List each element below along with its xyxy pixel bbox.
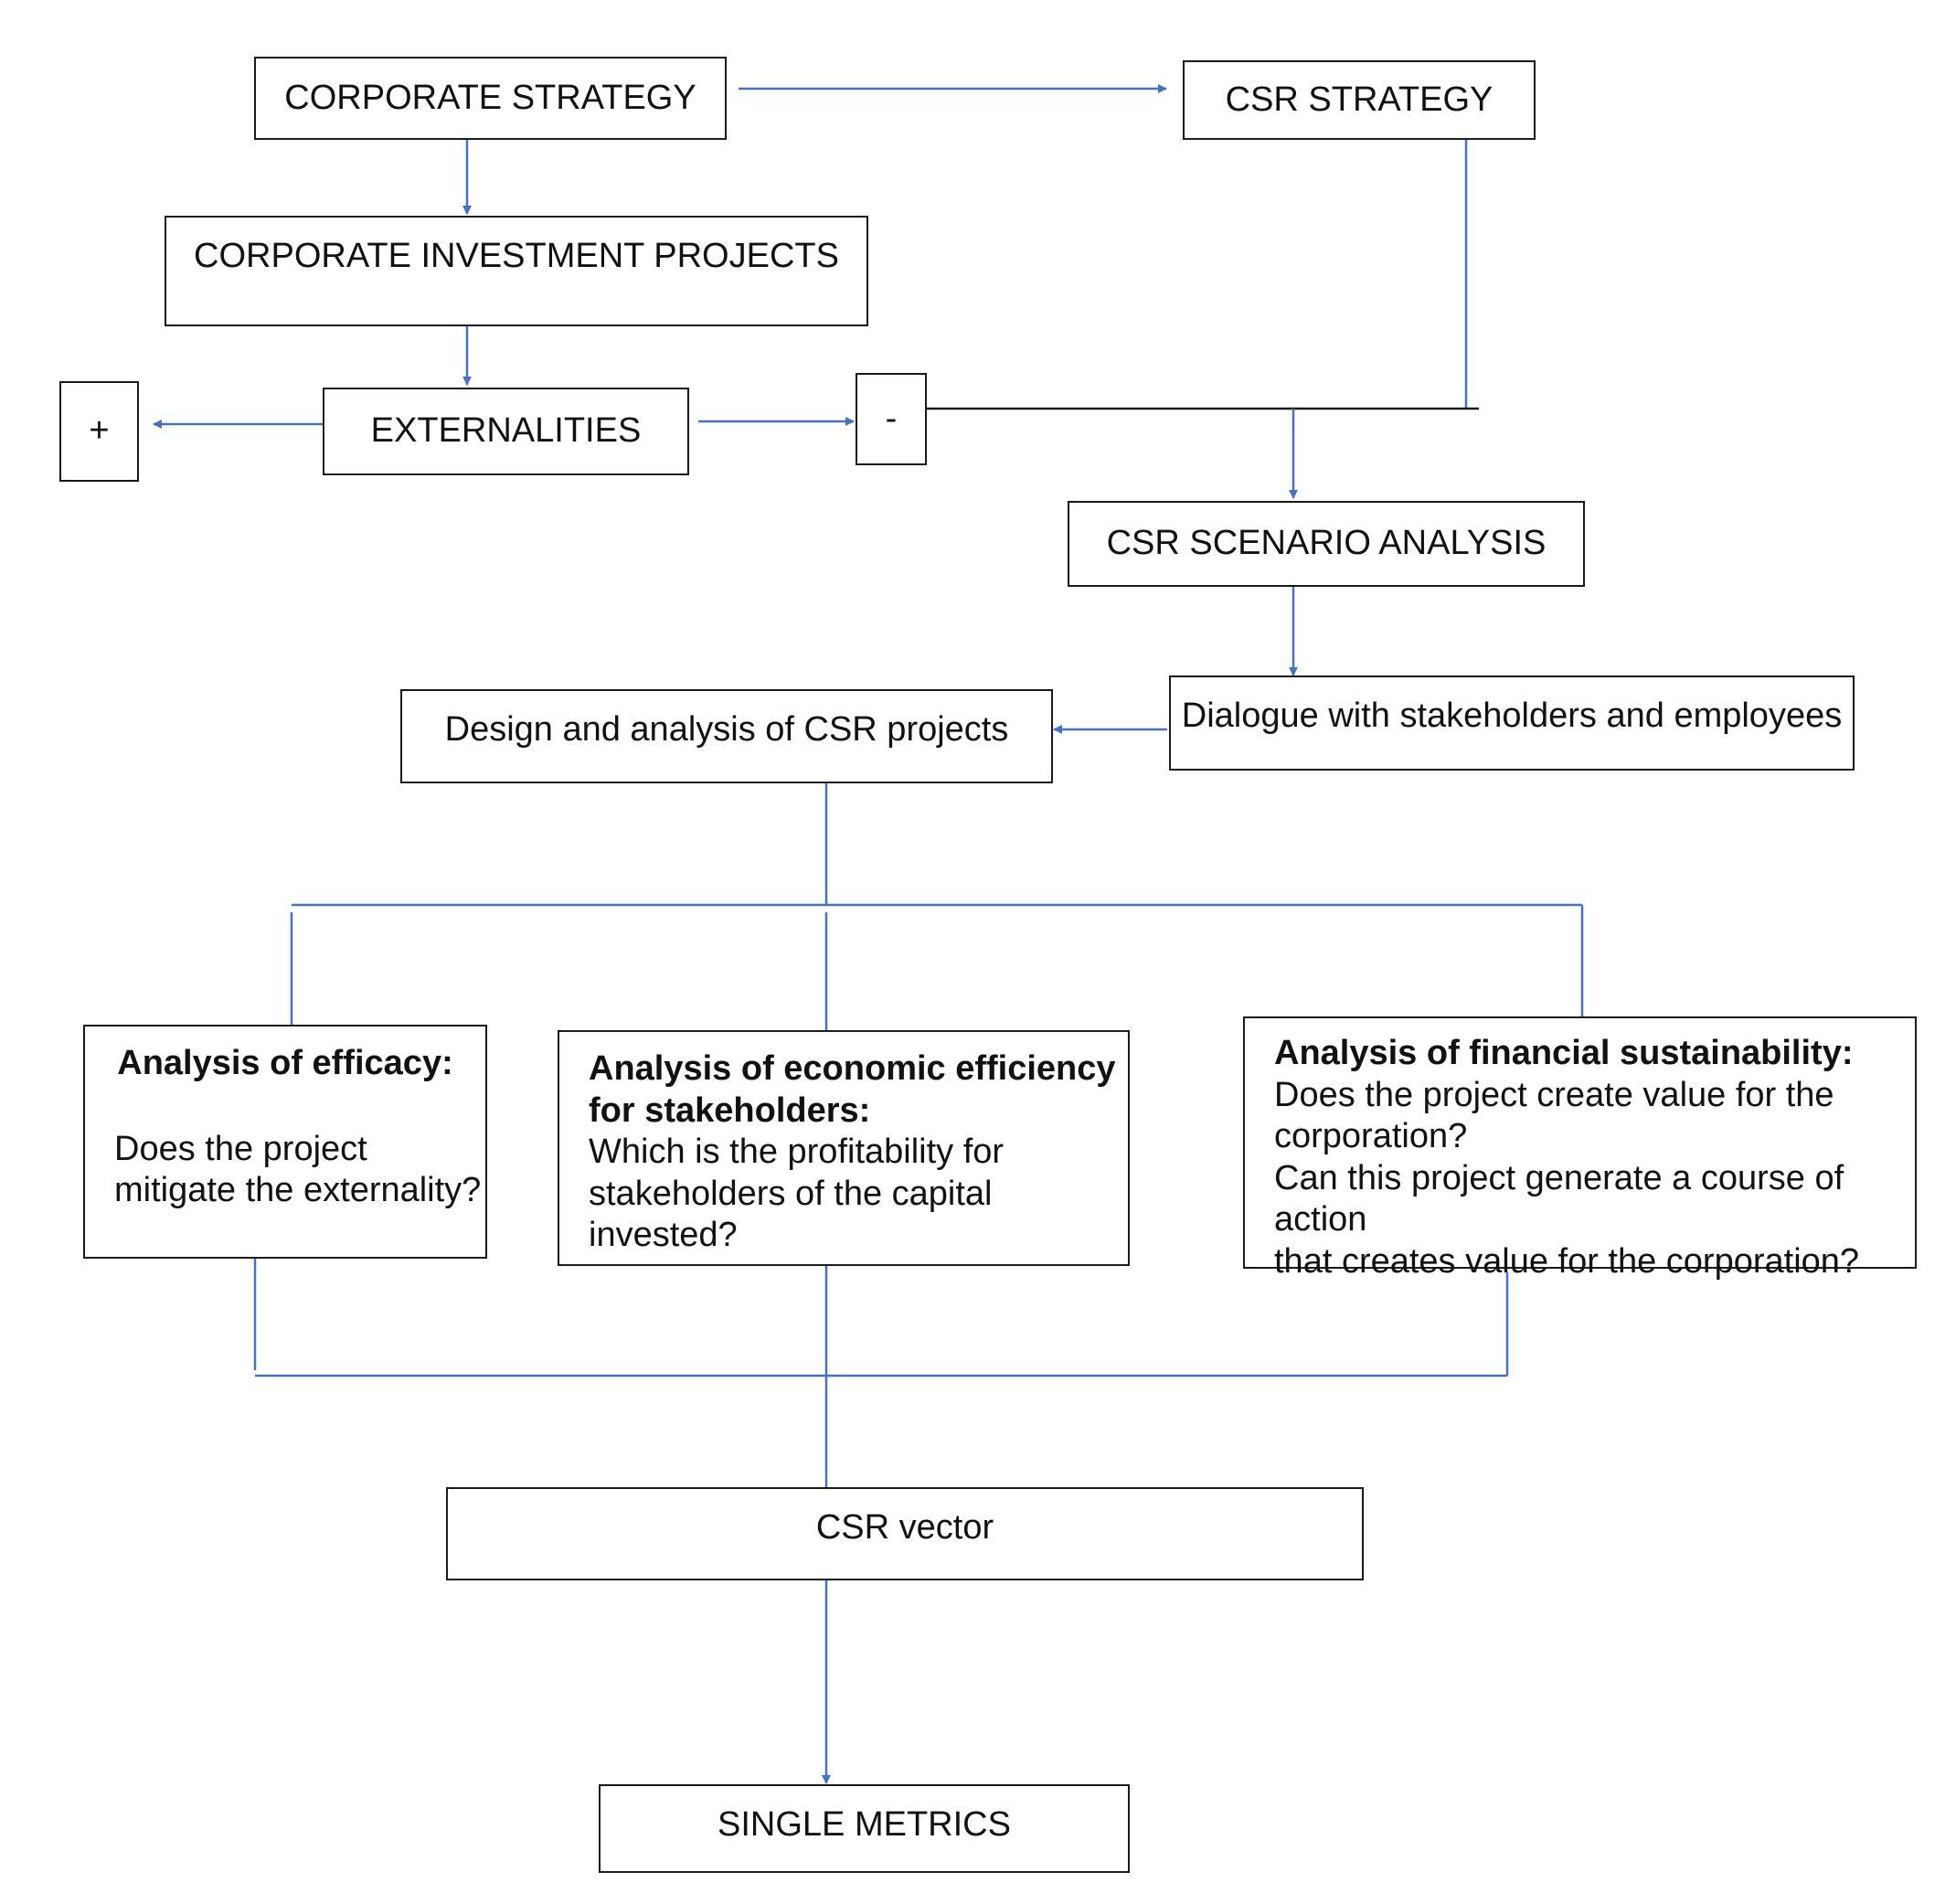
minus-box: - xyxy=(856,373,927,465)
corporate-strategy-label: CORPORATE STRATEGY xyxy=(284,78,696,117)
externalities-label: EXTERNALITIES xyxy=(370,411,642,451)
financial-sustainability-box: Analysis of financial sustainability: Do… xyxy=(1243,1016,1917,1281)
csr-scenario-analysis-label: CSR SCENARIO ANALYSIS xyxy=(1106,524,1547,563)
financial-sustainability-line-3: Can this project generate a course of ac… xyxy=(1274,1158,1844,1239)
csr-vector-label: CSR vector xyxy=(815,1508,994,1547)
csr-scenario-analysis-box: CSR SCENARIO ANALYSIS xyxy=(1068,501,1585,587)
corporate-investment-projects-label: CORPORATE INVESTMENT PROJECTS xyxy=(194,237,839,275)
financial-sustainability-title: Analysis of financial sustainability: xyxy=(1274,1034,1854,1072)
efficacy-box: Analysis of efficacy: Does the project m… xyxy=(83,1025,487,1259)
financial-sustainability-line-4: that creates value for the corporation? xyxy=(1274,1241,1860,1281)
single-metrics-box: SINGLE METRICS xyxy=(599,1784,1130,1873)
corporate-strategy-box: CORPORATE STRATEGY xyxy=(254,57,727,140)
csr-strategy-label: CSR STRATEGY xyxy=(1225,80,1494,119)
csr-strategy-box: CSR STRATEGY xyxy=(1183,60,1536,140)
plus-box: + xyxy=(59,381,139,482)
dialogue-label: Dialogue with stakeholders and employees xyxy=(1181,697,1843,735)
corporate-investment-projects-box: CORPORATE INVESTMENT PROJECTS xyxy=(165,216,868,326)
design-analysis-box: Design and analysis of CSR projects xyxy=(400,689,1053,783)
efficacy-line-1: Does the project xyxy=(114,1129,367,1168)
single-metrics-label: SINGLE METRICS xyxy=(718,1805,1011,1844)
dialogue-box: Dialogue with stakeholders and employees xyxy=(1169,675,1855,771)
economic-efficiency-line-2: stakeholders of the capital invested? xyxy=(589,1174,993,1255)
efficacy-line-2: mitigate the externality? xyxy=(114,1171,482,1210)
financial-sustainability-line-2: corporation? xyxy=(1274,1117,1468,1156)
externalities-box: EXTERNALITIES xyxy=(323,388,689,475)
economic-efficiency-line-1: Which is the profitability for xyxy=(589,1133,1005,1172)
minus-label: - xyxy=(885,399,898,438)
financial-sustainability-line-1: Does the project create value for the xyxy=(1274,1075,1834,1114)
economic-efficiency-box: Analysis of economic efficiency for stak… xyxy=(558,1030,1130,1266)
design-analysis-label: Design and analysis of CSR projects xyxy=(444,710,1009,749)
economic-efficiency-title-1: Analysis of economic efficiency xyxy=(589,1049,1116,1088)
plus-label: + xyxy=(89,411,110,451)
efficacy-title: Analysis of efficacy: xyxy=(117,1044,453,1082)
csr-vector-box: CSR vector xyxy=(446,1487,1364,1580)
economic-efficiency-title-2: for stakeholders: xyxy=(589,1090,871,1130)
